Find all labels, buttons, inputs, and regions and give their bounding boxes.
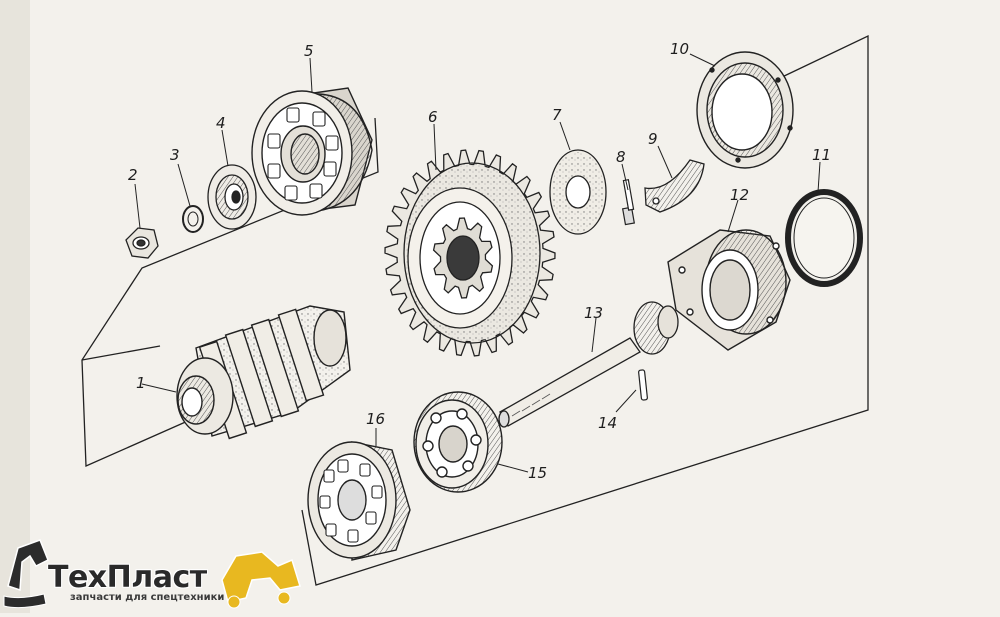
part-6-spur-gear xyxy=(384,149,556,357)
part-8-bolt xyxy=(621,179,636,226)
part-labels: 1 2 3 4 5 6 7 8 9 10 11 12 13 14 15 16 xyxy=(128,40,831,482)
logo-tagline: запчасти для спецтехники xyxy=(70,592,225,603)
label-6: 6 xyxy=(428,108,438,126)
part-3-lock-washer xyxy=(182,205,204,233)
scan-edge xyxy=(0,0,30,613)
label-5: 5 xyxy=(304,42,314,60)
label-10: 10 xyxy=(670,40,689,58)
part-5-roller-bearing xyxy=(251,87,373,216)
logo-graphic xyxy=(3,539,301,609)
part-7-flat-washer xyxy=(549,149,607,235)
leader-lines xyxy=(134,53,821,473)
part-12-housing xyxy=(667,229,791,351)
label-14: 14 xyxy=(598,414,617,432)
part-1-pinion-shaft xyxy=(176,305,351,440)
label-15: 15 xyxy=(528,464,547,482)
assembly-frame-lines xyxy=(81,34,869,586)
part-16-roller-bearing xyxy=(307,441,411,561)
label-11: 11 xyxy=(812,146,831,164)
label-7: 7 xyxy=(552,106,562,124)
label-1: 1 xyxy=(136,374,146,392)
label-13: 13 xyxy=(584,304,603,322)
part-11-gasket-ring xyxy=(785,189,863,287)
label-3: 3 xyxy=(170,146,180,164)
part-4-bearing-cone xyxy=(207,164,257,230)
part-14-pin xyxy=(638,369,648,401)
part-2-nut xyxy=(125,227,159,259)
label-9: 9 xyxy=(648,130,658,148)
part-9-lock-plate xyxy=(644,159,705,213)
label-16: 16 xyxy=(366,410,385,428)
label-2: 2 xyxy=(128,166,138,184)
part-13-shaft xyxy=(498,301,679,428)
logo-brand-text: ТехПласт xyxy=(48,560,207,595)
label-12: 12 xyxy=(730,186,749,204)
label-4: 4 xyxy=(216,114,226,132)
part-15-ball-bearing xyxy=(413,391,503,493)
label-8: 8 xyxy=(616,148,626,166)
part-10-cover-flange xyxy=(696,51,794,169)
